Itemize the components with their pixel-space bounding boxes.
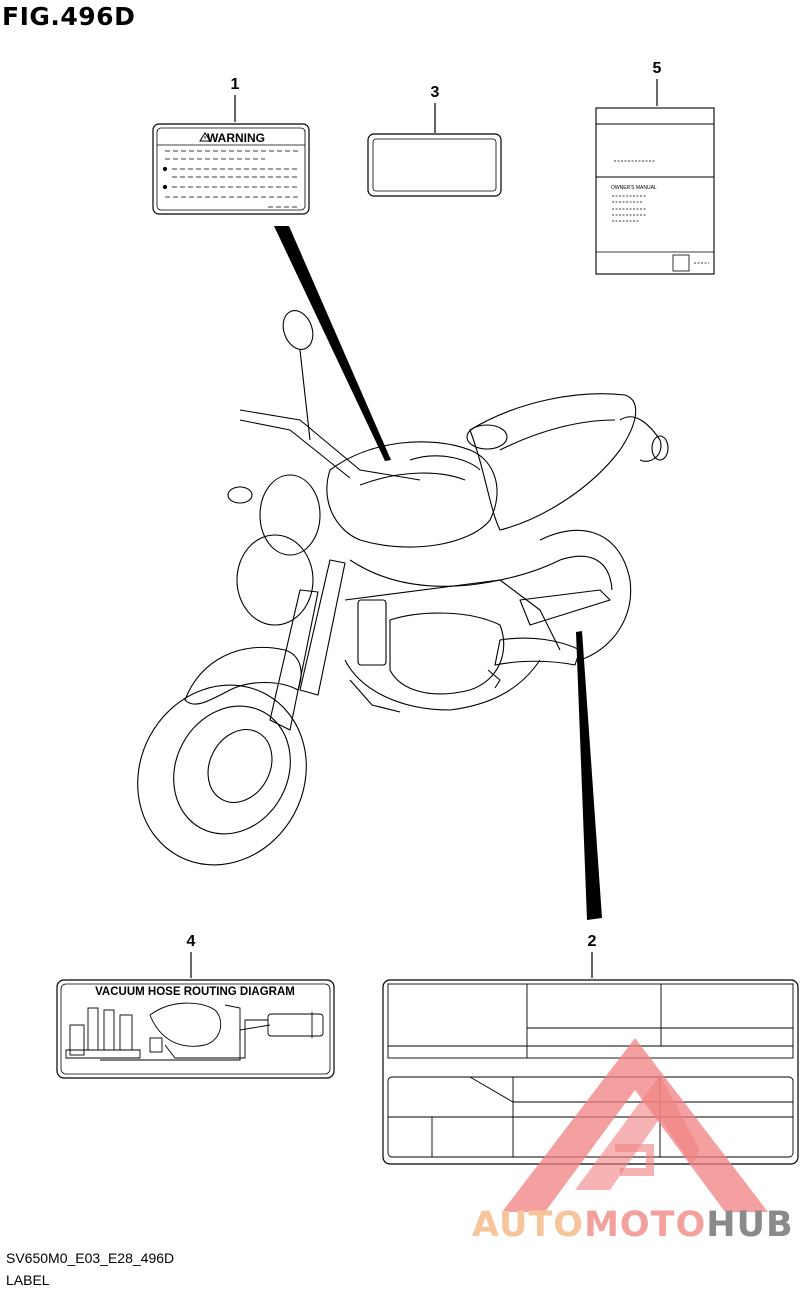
motorcycle-drawing [137, 310, 669, 866]
vacuum-heading: VACUUM HOSE ROUTING DIAGRAM [95, 986, 295, 998]
figure-code: SV650M0_E03_E28_496D [6, 1250, 175, 1266]
watermark-text: AUTOMOTOHUB [472, 1205, 794, 1245]
watermark-auto: AUTO [472, 1205, 585, 1245]
pointer-wedge-2 [576, 631, 602, 920]
warning-label-1 [152, 123, 310, 215]
callout-1: 1 [230, 76, 240, 93]
watermark-logo [502, 1038, 768, 1212]
blank-label-3 [367, 133, 502, 197]
callout-4: 4 [186, 933, 196, 950]
figure-caption: LABEL [6, 1272, 50, 1288]
watermark-hub: HUB [706, 1205, 794, 1245]
figure-title: FIG.496D [2, 2, 136, 31]
callout-3: 3 [430, 84, 440, 101]
owners-manual-5 [595, 107, 715, 275]
callout-5: 5 [652, 60, 662, 77]
vacuum-hose-label-4 [56, 979, 335, 1079]
pointer-wedge-1 [274, 226, 391, 461]
warning-heading: WARNING [207, 131, 265, 145]
callout-2: 2 [587, 933, 597, 950]
watermark-moto: MOTO [584, 1205, 707, 1245]
manual-heading: OWNER'S MANUAL [611, 185, 657, 191]
